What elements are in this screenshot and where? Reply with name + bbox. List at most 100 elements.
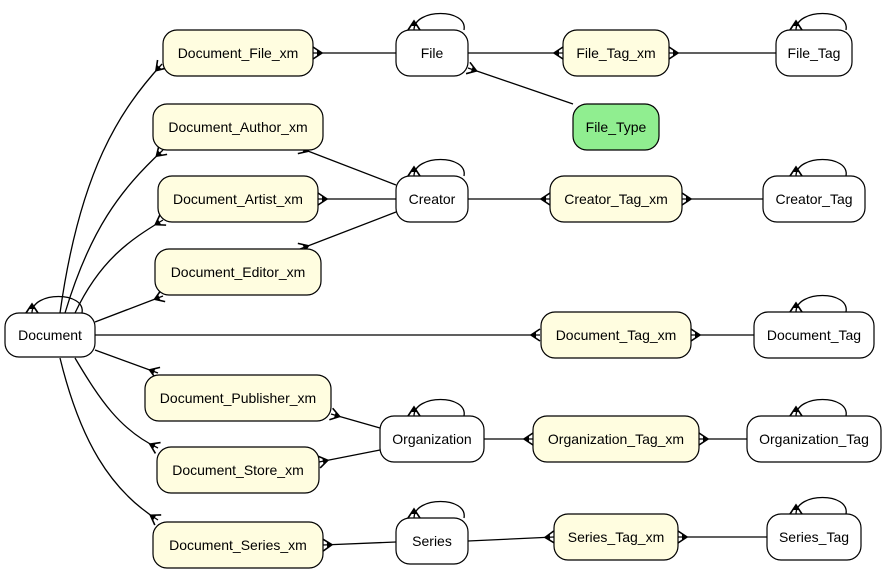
node-box xyxy=(762,175,866,223)
node-label: File xyxy=(421,45,444,61)
self-loop-file xyxy=(413,12,465,31)
node-file-type[interactable]: File_Type xyxy=(572,103,660,151)
edge-document-to-document-publisher-xm xyxy=(94,349,159,374)
edge-document-to-document-artist-xm xyxy=(74,219,164,314)
crowfoot-marker xyxy=(677,530,689,544)
crowfoot-marker xyxy=(465,61,478,75)
node-document-store-xm[interactable]: Document_Store_xm xyxy=(156,446,320,494)
node-box xyxy=(162,29,314,77)
node-label: File_Tag xyxy=(788,45,841,61)
node-organization[interactable]: Organization xyxy=(379,415,485,463)
node-label: Organization xyxy=(392,431,471,447)
node-box xyxy=(766,513,862,561)
node-box xyxy=(4,312,96,358)
node-document-artist-xm[interactable]: Document_Artist_xm xyxy=(157,175,319,223)
node-label: File_Type xyxy=(586,119,647,135)
crowfoot-marker xyxy=(155,145,168,158)
edge-creator-to-document-author-xm xyxy=(299,147,397,186)
node-label: File_Tag_xm xyxy=(576,45,655,61)
node-document-author-xm[interactable]: Document_Author_xm xyxy=(152,103,324,151)
node-box xyxy=(540,311,692,359)
node-label: Document_Series_xm xyxy=(169,537,307,553)
edge-document-to-document-file-xm xyxy=(59,63,163,314)
node-label: Creator xyxy=(409,191,456,207)
node-box xyxy=(572,103,660,151)
node-creator[interactable]: Creator xyxy=(395,175,469,223)
crowfoot-marker xyxy=(668,46,680,60)
crowfoot-marker xyxy=(407,507,421,519)
crowfoot-marker xyxy=(552,46,564,60)
node-file-tag[interactable]: File_Tag xyxy=(775,29,853,77)
crowfoot-marker xyxy=(698,432,710,446)
edge-document-to-document-author-xm xyxy=(64,149,164,314)
crowfoot-marker xyxy=(148,441,161,454)
node-label: Creator_Tag_xm xyxy=(564,191,668,207)
edge-document-to-document-series-xm xyxy=(59,357,159,521)
crowfoot-marker xyxy=(329,407,342,421)
node-label: Creator_Tag xyxy=(775,191,852,207)
crowfoot-marker xyxy=(317,455,330,469)
node-creator-tag[interactable]: Creator_Tag xyxy=(762,175,866,223)
node-label: Document xyxy=(18,327,82,343)
node-document-editor-xm[interactable]: Document_Editor_xm xyxy=(154,248,322,296)
edge-series-to-series-tag-xm xyxy=(467,536,555,542)
node-label: Document_File_xm xyxy=(178,45,299,61)
edge-creator-to-document-editor-xm xyxy=(299,211,397,250)
self-loop-document xyxy=(31,295,83,314)
node-box xyxy=(775,29,853,77)
node-organization-tag-xm[interactable]: Organization_Tag_xm xyxy=(532,415,700,463)
node-label: Document_Author_xm xyxy=(168,119,307,135)
node-document-series-xm[interactable]: Document_Series_xm xyxy=(152,521,324,569)
crowfoot-marker xyxy=(154,59,167,72)
node-document[interactable]: Document xyxy=(4,312,96,358)
node-label: Series xyxy=(412,533,452,549)
self-loop-document-tag xyxy=(795,294,847,313)
crowfoot-marker xyxy=(789,503,803,515)
self-loop-series xyxy=(413,500,465,519)
node-box xyxy=(144,374,332,422)
edge-series-to-document-series-xm xyxy=(322,541,397,546)
node-box xyxy=(154,248,322,296)
crowfoot-marker xyxy=(154,214,167,226)
node-document-publisher-xm[interactable]: Document_Publisher_xm xyxy=(144,374,332,422)
node-box xyxy=(562,29,670,77)
node-creator-tag-xm[interactable]: Creator_Tag_xm xyxy=(549,175,683,223)
node-file[interactable]: File xyxy=(395,29,469,77)
node-document-file-xm[interactable]: Document_File_xm xyxy=(162,29,314,77)
crowfoot-marker xyxy=(153,289,166,303)
node-series-tag-xm[interactable]: Series_Tag_xm xyxy=(553,513,679,561)
crowfoot-marker xyxy=(789,165,803,177)
node-box xyxy=(157,175,319,223)
node-box xyxy=(379,415,485,463)
node-organization-tag[interactable]: Organization_Tag xyxy=(746,415,882,463)
crowfoot-marker xyxy=(322,538,334,552)
node-label: Organization_Tag_xm xyxy=(548,431,684,447)
node-document-tag-xm[interactable]: Document_Tag_xm xyxy=(540,311,692,359)
node-box xyxy=(152,103,324,151)
crowfoot-marker xyxy=(407,405,421,417)
edge-document-to-document-editor-xm xyxy=(94,295,164,323)
node-series[interactable]: Series xyxy=(395,517,469,565)
node-box xyxy=(753,311,875,359)
crowfoot-marker xyxy=(529,328,541,342)
node-label: Document_Store_xm xyxy=(172,462,304,478)
crowfoot-marker xyxy=(789,19,803,31)
edge-document-to-document-store-xm xyxy=(74,357,159,449)
crowfoot-marker xyxy=(522,432,534,446)
node-document-tag[interactable]: Document_Tag xyxy=(753,311,875,359)
node-label: Series_Tag xyxy=(779,529,849,545)
crowfoot-marker xyxy=(789,405,803,417)
nodes-layer: Document Document_File_xmDocument_Author_… xyxy=(4,29,882,569)
node-box xyxy=(395,517,469,565)
crowfoot-marker xyxy=(317,192,329,206)
crowfoot-marker xyxy=(25,302,39,314)
self-loop-series-tag xyxy=(795,496,847,515)
crowfoot-marker xyxy=(149,514,162,526)
node-box xyxy=(156,446,320,494)
node-series-tag[interactable]: Series_Tag xyxy=(766,513,862,561)
node-file-tag-xm[interactable]: File_Tag_xm xyxy=(562,29,670,77)
edges-layer xyxy=(25,12,847,552)
crowfoot-marker xyxy=(312,46,324,60)
node-label: Organization_Tag xyxy=(759,431,869,447)
node-label: Document_Editor_xm xyxy=(171,264,306,280)
